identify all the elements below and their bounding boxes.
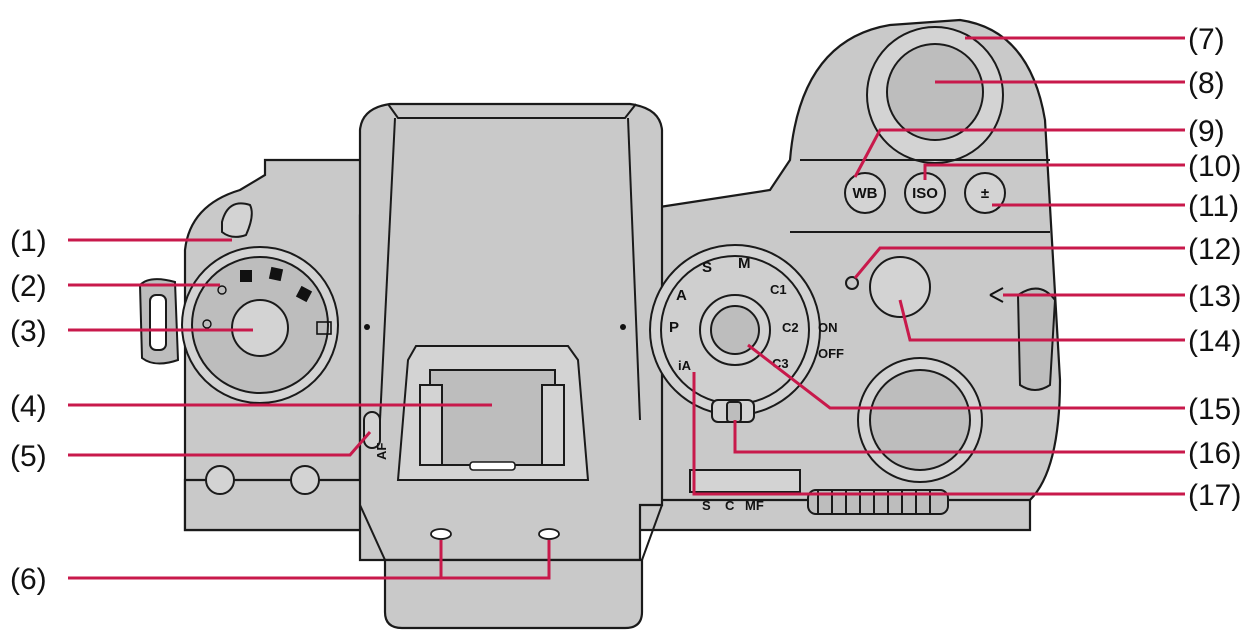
mode-mark-s: S — [702, 259, 712, 276]
callout-5: (5) — [10, 440, 47, 473]
power-off-label: OFF — [818, 346, 844, 361]
drive-mode-dial[interactable] — [181, 202, 339, 495]
callout-2: (2) — [10, 270, 47, 303]
callout-8: (8) — [1188, 67, 1225, 100]
leader-10 — [923, 163, 1185, 180]
callout-15: (15) — [1188, 393, 1241, 426]
leader-6 — [68, 540, 551, 580]
callout-16: (16) — [1188, 437, 1241, 470]
leader-17 — [692, 372, 1185, 496]
shutter-button[interactable] — [886, 43, 984, 141]
wb-button[interactable] — [844, 172, 886, 214]
control-wheel[interactable] — [807, 489, 949, 515]
callout-17: (17) — [1188, 479, 1241, 512]
focus-mode-switch[interactable] — [689, 469, 801, 493]
focus-mode-s: S — [702, 498, 711, 513]
svg-text:AF: AF — [374, 443, 389, 460]
callout-10: (10) — [1188, 150, 1241, 183]
leader-lines — [68, 36, 1185, 580]
callout-12: (12) — [1188, 233, 1241, 266]
mode-mark-p: P — [669, 319, 679, 336]
status-indicator — [845, 276, 859, 290]
callout-labels: (1) (2) (3) (4) (5) (6) (7) (8) (9) (10)… — [10, 23, 1241, 596]
exposure-comp-label: ± — [981, 185, 989, 202]
focus-mode-mf: MF — [745, 498, 764, 513]
mode-mark-c1: C1 — [770, 282, 787, 297]
iso-label: ISO — [912, 185, 938, 202]
exposure-comp-button[interactable] — [964, 172, 1006, 214]
callout-6: (6) — [10, 563, 47, 596]
leader-16 — [733, 420, 1185, 454]
leader-15 — [747, 343, 1185, 410]
power-on-label: ON — [818, 320, 838, 335]
callout-7: (7) — [1188, 23, 1225, 56]
mode-mark-ia: iA — [678, 358, 692, 373]
leader-12 — [853, 246, 1185, 279]
callout-3: (3) — [10, 315, 47, 348]
callout-1: (1) — [10, 225, 47, 258]
mode-mark-m: M — [738, 255, 751, 272]
callout-11: (11) — [1188, 190, 1239, 223]
leader-9 — [853, 128, 1185, 178]
focus-mode-c: C — [725, 498, 735, 513]
mode-mark-c2: C2 — [782, 320, 799, 335]
callout-13: (13) — [1188, 280, 1241, 313]
video-rec-button[interactable] — [869, 256, 931, 318]
leader-5 — [68, 431, 372, 457]
focal-plane-mark-icon — [989, 287, 1004, 303]
callout-4: (4) — [10, 390, 47, 423]
mode-mark-a: A — [676, 287, 687, 304]
leader-14 — [898, 299, 1185, 342]
callout-14: (14) — [1188, 325, 1241, 358]
callout-9: (9) — [1188, 115, 1225, 148]
wb-label: WB — [853, 185, 878, 202]
